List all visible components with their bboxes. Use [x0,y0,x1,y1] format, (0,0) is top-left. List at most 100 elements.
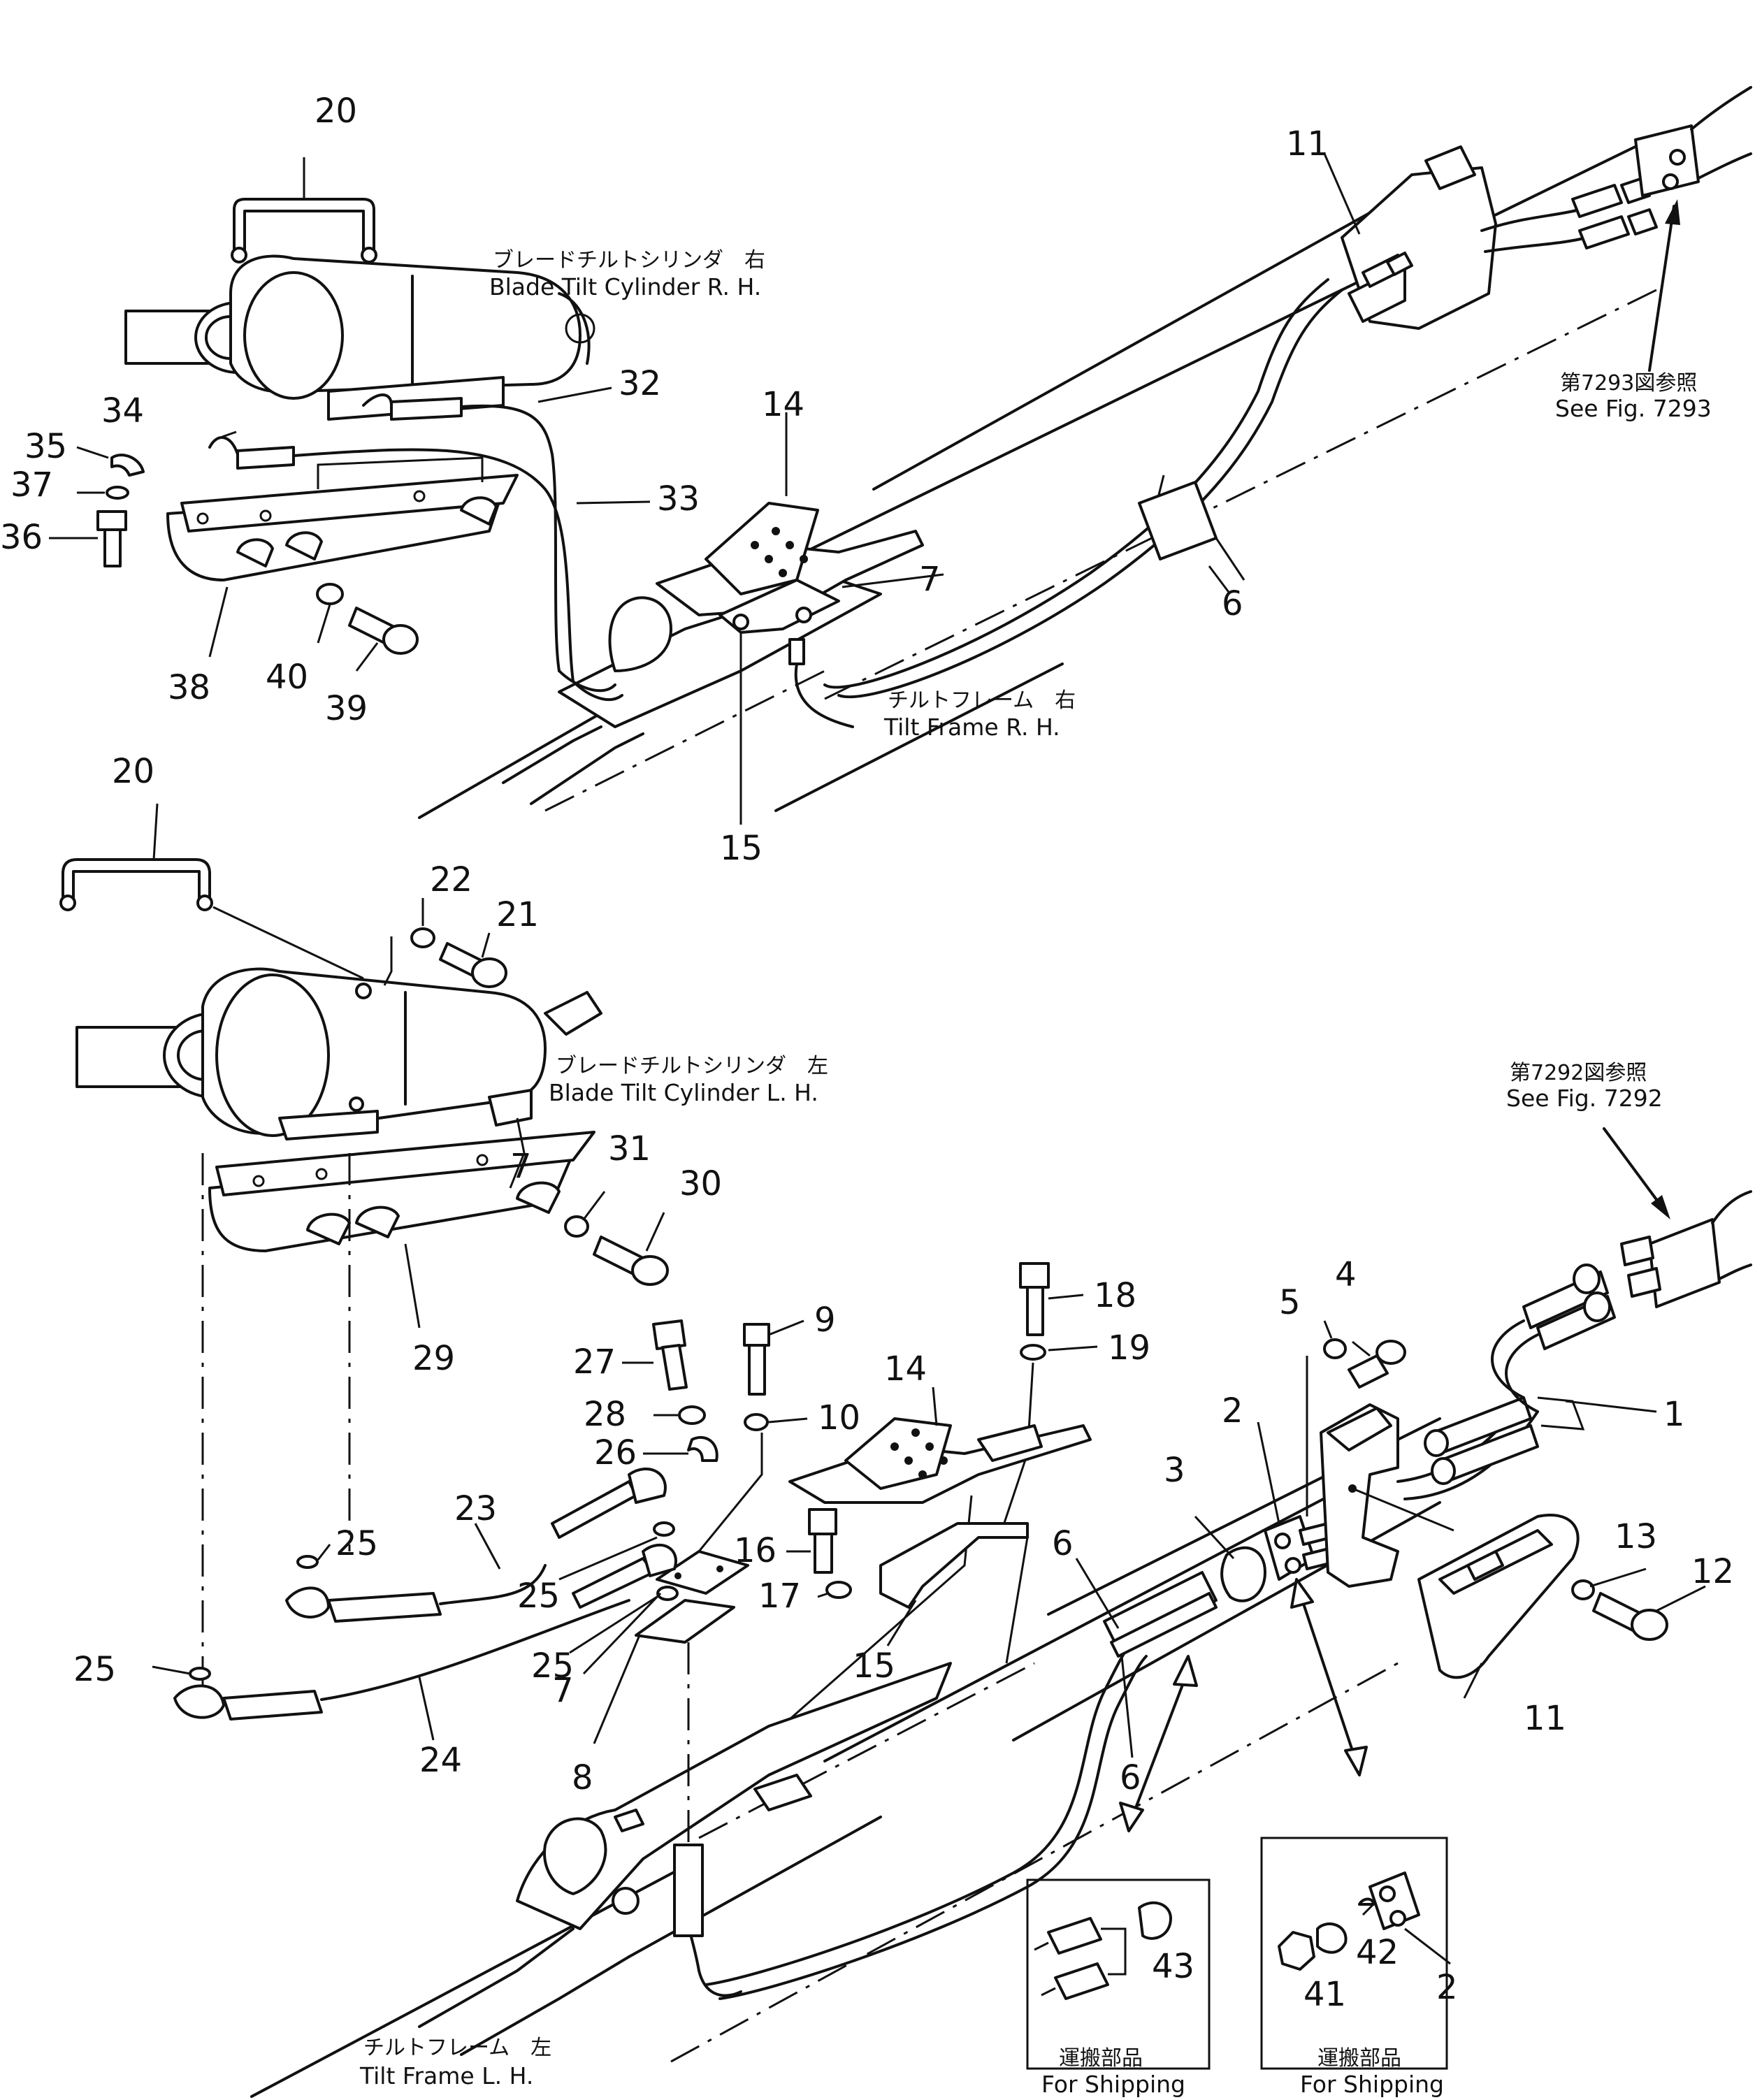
tilt-cylinder-rh [124,254,595,421]
plate-7 [656,1550,749,1595]
callouts: 20 11 34 32 35 37 33 14 36 7 6 38 40 39 … [0,92,1734,2014]
callout-32: 32 [619,364,661,403]
callout-36: 36 [0,518,43,557]
bolt-4 [1348,1354,1389,1389]
handle-lh [62,858,211,899]
callout-41: 41 [1303,1975,1346,2014]
bracket-rh [656,502,924,728]
caption-frame-rh-jp: チルトフレーム 右 [888,688,1076,713]
handle-rh [233,198,375,253]
cap-42 [1316,1922,1348,1954]
caption-cyl-lh-jp: ブレードチルトシリンダ 左 [556,1054,828,1078]
callout-14-top: 14 [762,385,804,424]
caption-ship2-jp: 運搬部品 [1317,2046,1401,2071]
callout-22: 22 [430,860,472,899]
caption-frame-lh-jp: チルトフレーム 左 [363,2036,551,2060]
callout-7-bottom-a: 7 [510,1147,532,1186]
washer-31 [564,1215,589,1238]
bolt-18 [1019,1262,1050,1289]
callout-12: 12 [1691,1552,1734,1591]
rh-leaders [49,153,1361,825]
plug-43 [1138,1901,1172,1940]
callout-27: 27 [573,1342,616,1382]
hose-24 [222,1690,323,1721]
bolt-27 [652,1319,686,1350]
callout-9: 9 [814,1301,836,1340]
callout-6-top: 6 [1222,584,1243,623]
plate-15 [879,1522,1029,1609]
callout-25-b: 25 [517,1577,560,1616]
callout-6-bottom-a: 6 [1052,1524,1074,1563]
callout-43: 43 [1152,1947,1194,1986]
callout-25-a: 25 [335,1524,378,1563]
washer-40 [316,583,344,605]
caption-ref-7292-jp: 第7292図参照 [1510,1061,1647,1085]
callout-20-bottom: 20 [112,752,154,791]
callout-17: 17 [758,1577,801,1616]
callout-38: 38 [168,668,210,707]
caption-frame-rh-en: Tilt Frame R. H. [883,714,1060,741]
lh-leaders [152,803,1706,1965]
callout-2-bottom-a: 2 [1222,1391,1243,1431]
washer-25a [296,1555,319,1569]
callout-31: 31 [608,1129,651,1168]
callout-3: 3 [1164,1451,1185,1490]
caption-ref-7292-en: See Fig. 7292 [1506,1085,1663,1112]
callout-23: 23 [454,1489,497,1528]
tilt-cylinder-lh [75,967,602,1140]
shipping-box-2 [1260,1837,1448,2070]
bolt-9 [743,1323,770,1347]
callout-18: 18 [1094,1276,1136,1315]
block-11-rh [1341,145,1497,330]
washer-19 [1020,1344,1046,1361]
hose-23 [327,1592,442,1623]
callout-11-top: 11 [1286,124,1329,164]
callout-6-bottom-b: 6 [1120,1758,1141,1797]
callout-15-bottom: 15 [853,1646,895,1686]
washer-22 [410,927,435,948]
block-11-lh [1320,1403,1580,1679]
caption-ref-7293-en: See Fig. 7293 [1555,395,1712,422]
callout-16: 16 [734,1531,777,1570]
shipping-box-1 [1026,1878,1211,2070]
caption-cyl-rh-en: Blade Tilt Cylinder R. H. [489,273,761,300]
ref-cylinder-7292 [1648,1218,1721,1308]
captions: ブレードチルトシリンダ 右 Blade Tilt Cylinder R. H. … [359,248,1712,2098]
callout-13: 13 [1615,1517,1657,1556]
washer-25d [189,1667,211,1681]
caption-ship1-jp: 運搬部品 [1059,2046,1143,2071]
washer-10 [744,1413,769,1431]
lh-assembly [59,858,1752,2098]
callout-7-top: 7 [919,560,941,599]
clip-35 [110,454,145,477]
caption-ref-7293-jp: 第7293図参照 [1560,371,1697,396]
callout-24: 24 [419,1741,462,1780]
tilt-frame-rh-boss [608,596,672,672]
caption-frame-lh-en: Tilt Frame L. H. [359,2062,533,2090]
washer-25c [656,1586,679,1601]
elbow-26 [687,1435,718,1462]
washer-25b [653,1521,675,1537]
callout-34: 34 [101,391,144,430]
rh-assembly [96,86,1752,819]
hose-32 [390,397,463,421]
caption-ship2-en: For Shipping [1300,2071,1444,2098]
callout-30: 30 [679,1164,722,1203]
washer-13 [1571,1579,1595,1600]
washer-37 [106,486,129,500]
bolt-36 [96,510,127,531]
callout-1: 1 [1663,1395,1685,1434]
callout-19: 19 [1108,1328,1150,1368]
callout-14-bottom: 14 [884,1349,927,1389]
washer-5 [1323,1338,1347,1359]
callout-42: 42 [1356,1933,1399,1972]
bracket-lh [788,1417,1092,1504]
ref-cylinder-7293 [1634,124,1700,197]
flange-3 [1220,1546,1266,1602]
cylinder-guard-lh [208,1131,595,1252]
callout-4: 4 [1335,1255,1357,1294]
callout-26: 26 [594,1433,637,1472]
caption-cyl-rh-jp: ブレードチルトシリンダ 右 [493,248,765,273]
washer-17 [825,1581,852,1599]
